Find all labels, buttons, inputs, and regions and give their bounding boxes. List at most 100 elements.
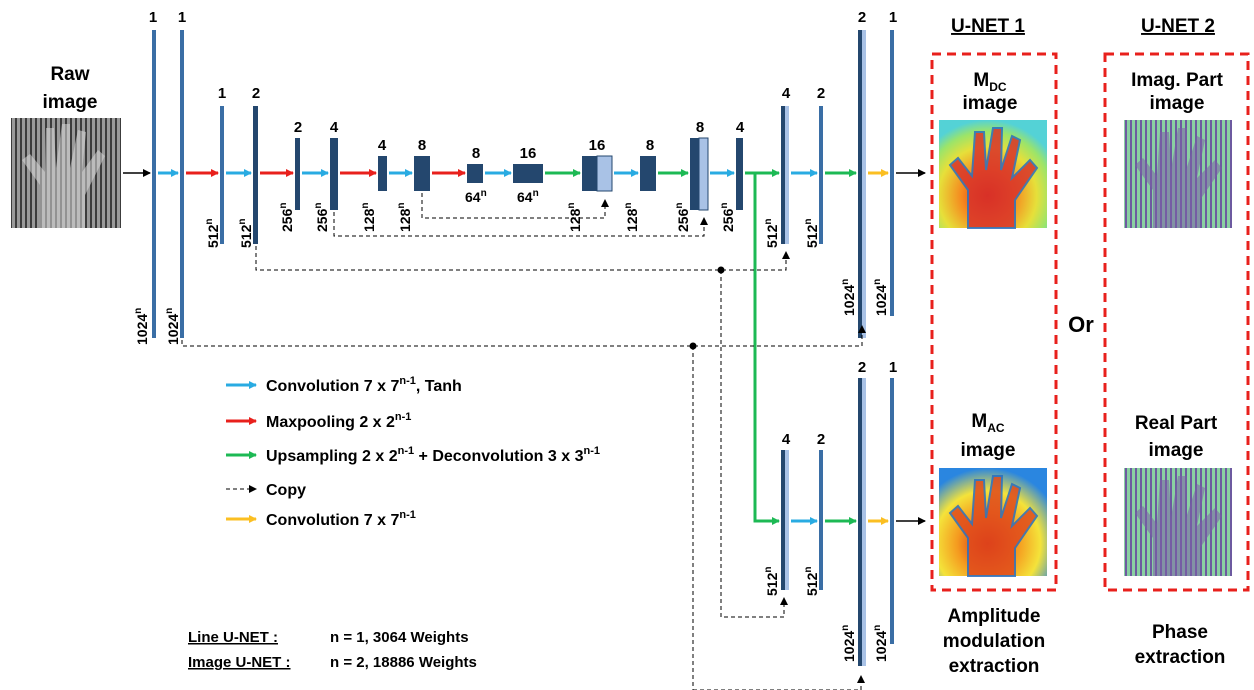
real-part-image [1124, 468, 1232, 576]
svg-text:1024n: 1024n [840, 279, 857, 316]
legend: Convolution 7 x 7n-1, Tanh Maxpooling 2 … [226, 375, 600, 529]
legend-maxpool: Maxpooling 2 x 2n-1 [226, 411, 411, 431]
layer-4b: 8 [414, 137, 430, 191]
junction-dot [689, 342, 697, 350]
channel-label: 16 [589, 137, 606, 154]
channel-label: 8 [418, 137, 426, 154]
layer-9b-bottom: 1 [889, 359, 897, 644]
channel-label: 1 [889, 9, 897, 26]
copy-connections [181, 193, 866, 690]
channel-label: 4 [330, 119, 339, 136]
unet2-dashed-box [1103, 52, 1250, 592]
layer-3a: 2 [294, 119, 302, 210]
imag-part-word: image [1150, 93, 1205, 114]
layer-1b: 1 [178, 9, 186, 338]
svg-text:512n: 512n [204, 219, 221, 248]
amp-caption-1: Amplitude [948, 606, 1041, 627]
layer-3b: 4 [330, 119, 339, 210]
mdc-label: MDC [973, 70, 1006, 94]
channel-label: 4 [736, 119, 745, 136]
channel-label: 2 [817, 431, 825, 448]
legend-conv-tanh: Convolution 7 x 7n-1, Tanh [226, 375, 462, 395]
input-title-line1: Raw [50, 64, 89, 85]
layer-2b: 2 [252, 85, 260, 244]
svg-text:256n: 256n [674, 203, 691, 232]
layer-4a: 4 [378, 137, 387, 191]
layer-9a-top: 2 [858, 9, 866, 338]
mac-label: MAC [971, 411, 1004, 435]
unet1-dashed-box [930, 52, 1058, 592]
image-unet-label: Image U-NET : [188, 654, 291, 671]
svg-text:64n: 64n [465, 188, 487, 205]
layer-5b: 16 [513, 145, 543, 183]
real-part-word: image [1149, 440, 1204, 461]
real-part-label: Real Part [1135, 413, 1218, 434]
channel-label: 4 [782, 85, 791, 102]
svg-text:512n: 512n [237, 219, 254, 248]
footnote: Line U-NET : n = 1, 3064 Weights Image U… [188, 629, 477, 671]
svg-text:128n: 128n [360, 203, 377, 232]
legend-conv-final: Convolution 7 x 7n-1 [226, 509, 416, 529]
imag-part-label: Imag. Part [1131, 70, 1224, 91]
svg-text:256n: 256n [719, 203, 736, 232]
svg-text:Maxpooling 2 x 2n-1: Maxpooling 2 x 2n-1 [266, 411, 411, 431]
svg-text:128n: 128n [566, 203, 583, 232]
svg-text:Upsampling 2 x 2n-1 + Deconvol: Upsampling 2 x 2n-1 + Deconvolution 3 x … [266, 445, 600, 465]
svg-text:1024n: 1024n [872, 279, 889, 316]
channel-label: 2 [817, 85, 825, 102]
svg-text:512n: 512n [803, 567, 820, 596]
mdc-image [939, 120, 1047, 229]
layer-6a: 16 [582, 137, 613, 192]
mac-word: image [961, 440, 1016, 461]
channel-label: 2 [294, 119, 302, 136]
image-unet-value: n = 2, 18886 Weights [330, 654, 477, 671]
imag-part-image [1124, 120, 1232, 228]
phase-caption-2: extraction [1135, 647, 1226, 668]
channel-label: 2 [858, 359, 866, 376]
layer-8a-bottom: 4 [781, 431, 791, 590]
svg-text:256n: 256n [313, 203, 330, 232]
layer-9b-top: 1 [889, 9, 897, 316]
svg-text:512n: 512n [803, 219, 820, 248]
layer-8b-top: 2 [817, 85, 825, 244]
svg-text:Copy: Copy [266, 482, 306, 499]
channel-label: 4 [782, 431, 791, 448]
layer-7b: 4 [736, 119, 745, 210]
svg-text:Convolution 7 x 7n-1, Tanh: Convolution 7 x 7n-1, Tanh [266, 375, 462, 395]
amp-caption-2: modulation [943, 631, 1045, 652]
or-label: Or [1068, 312, 1094, 337]
svg-text:128n: 128n [623, 203, 640, 232]
channel-label: 2 [858, 9, 866, 26]
svg-text:Convolution 7 x 7n-1: Convolution 7 x 7n-1 [266, 509, 416, 529]
channel-label: 2 [252, 85, 260, 102]
channel-label: 8 [472, 145, 480, 162]
svg-text:256n: 256n [278, 203, 295, 232]
layer-6b: 8 [640, 137, 656, 191]
layer-8b-bottom: 2 [817, 431, 825, 590]
channel-label: 1 [218, 85, 226, 102]
channel-label: 8 [646, 137, 654, 154]
channel-label: 1 [178, 9, 186, 26]
raw-image [11, 118, 121, 228]
junction-dot [717, 266, 725, 274]
legend-upsample: Upsampling 2 x 2n-1 + Deconvolution 3 x … [226, 445, 600, 465]
channel-label: 8 [696, 119, 704, 136]
svg-text:64n: 64n [517, 188, 539, 205]
channel-label: 1 [889, 359, 897, 376]
amp-caption-3: extraction [949, 656, 1040, 677]
layer-1a: 1 [149, 9, 157, 338]
svg-text:512n: 512n [763, 219, 780, 248]
svg-text:1024n: 1024n [164, 308, 181, 345]
layer-8a-top: 4 [781, 85, 791, 244]
svg-text:1024n: 1024n [133, 308, 150, 345]
line-unet-label: Line U-NET : [188, 629, 278, 646]
svg-text:1024n: 1024n [872, 625, 889, 662]
layer-2a: 1 [218, 85, 226, 244]
channel-label: 1 [149, 9, 157, 26]
legend-copy: Copy [226, 482, 306, 499]
input-title-line2: image [43, 92, 98, 113]
mac-image [939, 468, 1047, 577]
layer-9a-bottom: 2 [858, 359, 866, 666]
layer-5a: 8 [467, 145, 483, 183]
